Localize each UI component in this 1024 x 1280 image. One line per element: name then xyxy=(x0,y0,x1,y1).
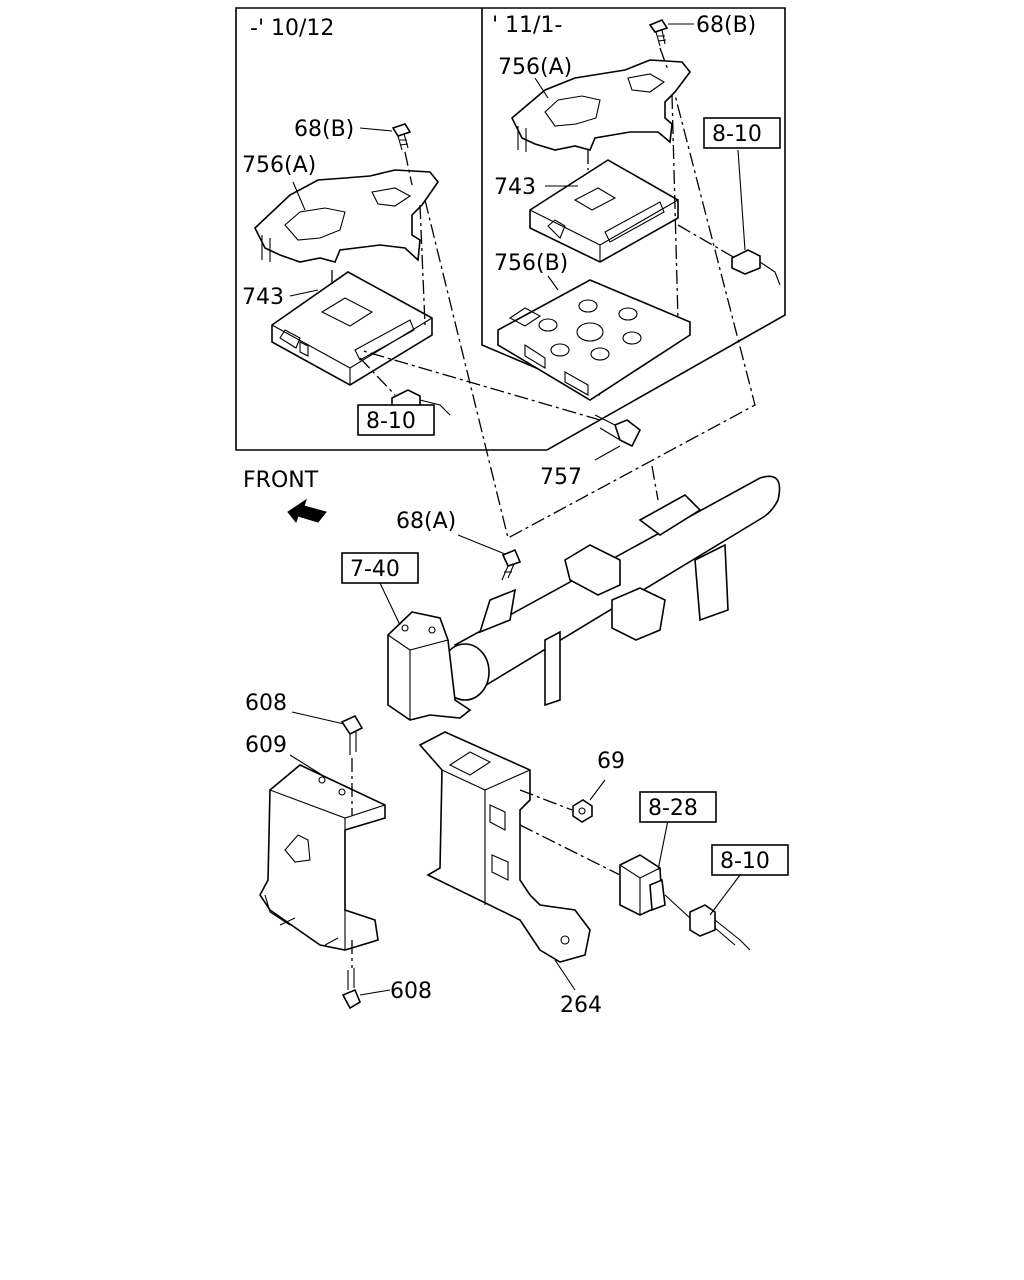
callout-756b-late: 756(B) xyxy=(494,251,568,276)
callout-69: 69 xyxy=(597,749,625,774)
nut-69 xyxy=(572,799,593,823)
ref-box-810-bottom xyxy=(711,844,789,876)
front-arrow-icon xyxy=(287,498,327,524)
callout-743-early: 743 xyxy=(242,285,284,310)
bracket-609 xyxy=(259,764,386,951)
ref-740: 7-40 xyxy=(350,557,400,582)
callout-609: 609 xyxy=(245,733,287,758)
ref-box-810-early xyxy=(357,404,435,436)
bolt-608-bottom xyxy=(341,968,362,1010)
callout-756a-late: 756(A) xyxy=(498,55,572,80)
ref-box-828 xyxy=(639,791,717,823)
ref-810-late: 8-10 xyxy=(712,122,762,147)
callout-608-bottom: 608 xyxy=(390,979,432,1004)
connector-bottom xyxy=(689,904,751,951)
bolt-757 xyxy=(594,414,642,448)
callout-608-top: 608 xyxy=(245,691,287,716)
callout-68b-early: 68(B) xyxy=(294,117,354,142)
callout-757: 757 xyxy=(540,465,582,490)
panel-date-early: -' 10/12 xyxy=(250,16,334,41)
module-743-early xyxy=(271,271,433,386)
bolt-68b-late xyxy=(648,19,669,47)
bracket-756a-early xyxy=(254,169,439,263)
inset-panel-outline xyxy=(235,7,786,451)
front-label: FRONT xyxy=(243,468,319,493)
connector-late xyxy=(731,249,781,286)
bolt-68b-early xyxy=(391,123,412,151)
bolt-68a xyxy=(501,548,522,581)
panel-date-late: ' 11/1- xyxy=(492,13,562,38)
callout-264: 264 xyxy=(560,993,602,1018)
ref-828: 8-28 xyxy=(648,796,698,821)
callout-743-late: 743 xyxy=(494,175,536,200)
module-743-late xyxy=(529,159,679,263)
bracket-740 xyxy=(387,611,472,721)
ref-box-740 xyxy=(341,552,419,584)
bolt-608-top xyxy=(340,714,364,755)
tray-756b-late xyxy=(497,279,691,401)
bracket-756a-late xyxy=(511,59,692,152)
cross-member-tube xyxy=(440,475,781,707)
callout-756a-early: 756(A) xyxy=(242,153,316,178)
callout-68b-late: 68(B) xyxy=(696,13,756,38)
module-828 xyxy=(619,854,666,916)
ref-810-bottom: 8-10 xyxy=(720,849,770,874)
bracket-264 xyxy=(418,731,591,963)
callout-68a: 68(A) xyxy=(396,509,456,534)
ref-810-early: 8-10 xyxy=(366,409,416,434)
ref-box-810-late xyxy=(703,117,781,149)
